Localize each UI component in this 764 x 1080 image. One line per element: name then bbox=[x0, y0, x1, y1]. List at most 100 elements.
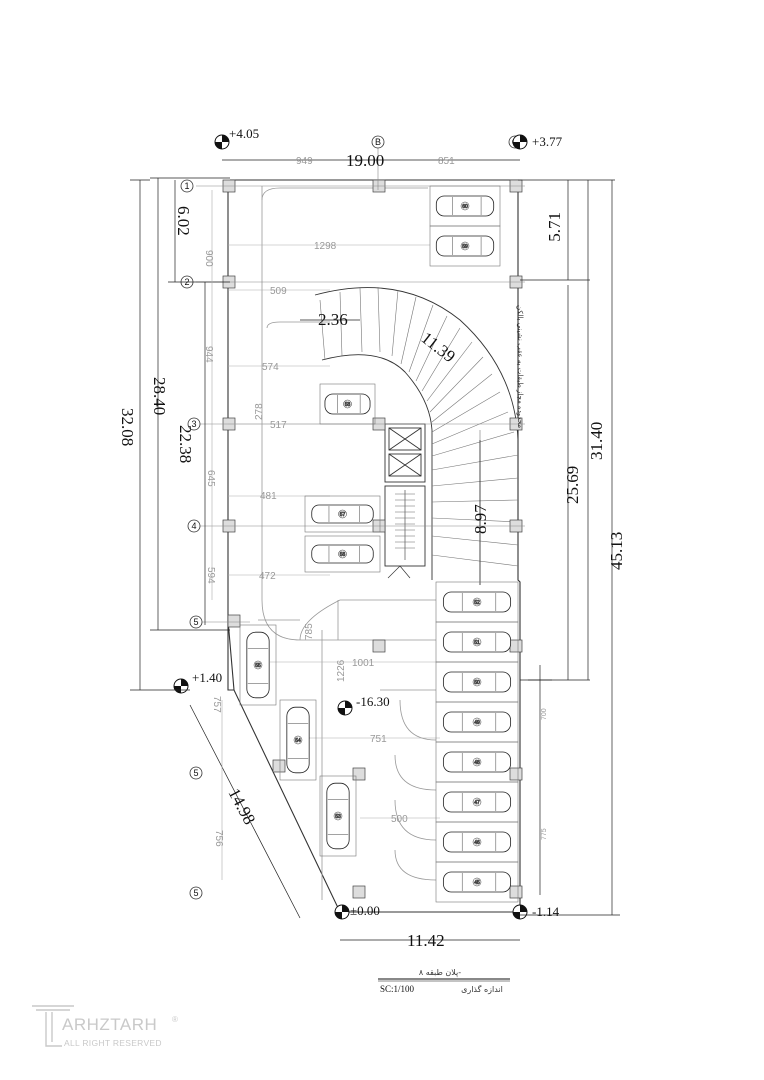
grid-label-b: B bbox=[375, 137, 381, 147]
dim-897: 8.97 bbox=[471, 504, 490, 534]
dim-900: 900 bbox=[203, 250, 214, 267]
level-bottom-right: -1.14 bbox=[532, 904, 560, 919]
dim-1298: 1298 bbox=[314, 241, 337, 252]
stall-number-bubble bbox=[472, 677, 482, 687]
dim-594: 594 bbox=[205, 567, 216, 584]
dim-944: 944 bbox=[203, 346, 214, 363]
dim-949: 949 bbox=[296, 156, 313, 167]
stall-number-bubble bbox=[333, 811, 343, 821]
stall-number: 57 bbox=[340, 512, 346, 518]
arhztarh-logo: ARHZTARH ® ALL RIGHT RESERVED bbox=[32, 1005, 178, 1048]
stall-number: 46 bbox=[474, 840, 480, 846]
parking-stall: 59 bbox=[429, 225, 501, 267]
title-fa-line1: پلان طبقه ۸- bbox=[419, 968, 461, 977]
stall-number-bubble bbox=[472, 717, 482, 727]
stall-number-bubble bbox=[253, 660, 263, 670]
grid-label-5c: 5 bbox=[193, 888, 198, 898]
dim-785: 785 bbox=[304, 623, 315, 640]
dim-775: 775 bbox=[541, 828, 548, 840]
dim-571: 5.71 bbox=[545, 212, 564, 242]
parking-stall: 60 bbox=[429, 185, 501, 227]
level-bottom-left: ±0.00 bbox=[350, 903, 380, 918]
grid-label-3: 3 bbox=[191, 419, 196, 429]
dim-574: 574 bbox=[262, 362, 279, 373]
parking-stall: 56 bbox=[304, 535, 381, 573]
dimension-lines bbox=[130, 159, 620, 941]
parking-stall: 54 bbox=[279, 699, 317, 781]
stall-outline bbox=[319, 383, 376, 425]
grid-label-5a: 5 bbox=[193, 617, 198, 627]
grid-bubbles bbox=[180, 135, 522, 900]
stall-number-bubble bbox=[472, 757, 482, 767]
dim-1001: 1001 bbox=[352, 658, 375, 669]
stall-number: 60 bbox=[462, 204, 468, 210]
stall-number: 54 bbox=[295, 738, 301, 744]
parking-stall: 48 bbox=[435, 741, 519, 783]
dim-700: 700 bbox=[541, 708, 548, 720]
level-marker-bottom-left bbox=[334, 904, 350, 920]
grid-label-1: 1 bbox=[184, 181, 189, 191]
level-markers bbox=[173, 134, 528, 920]
stall-number-bubble bbox=[472, 597, 482, 607]
stall-number: 55 bbox=[255, 663, 261, 669]
stall-number: 47 bbox=[474, 800, 480, 806]
stall-number: 53 bbox=[335, 814, 341, 820]
parking-stall: 51 bbox=[435, 621, 519, 663]
level-marker-top-right bbox=[512, 134, 528, 150]
parking-stall: 57 bbox=[304, 495, 381, 533]
stall-number-bubble bbox=[460, 201, 470, 211]
stall-number-bubble bbox=[472, 637, 482, 647]
dim-width-top: 19.00 bbox=[346, 151, 384, 170]
dim-645: 645 bbox=[205, 470, 216, 487]
stall-number-bubble bbox=[343, 399, 352, 409]
stall-number: 45 bbox=[474, 880, 480, 886]
dim-278: 278 bbox=[254, 403, 265, 420]
logo-sub: ALL RIGHT RESERVED bbox=[64, 1038, 162, 1048]
dim-851: 851 bbox=[438, 156, 455, 167]
stall-number: 50 bbox=[474, 680, 480, 686]
dim-3140: 31.40 bbox=[587, 422, 606, 460]
stall-outline bbox=[435, 861, 519, 903]
dim-517: 517 bbox=[270, 420, 287, 431]
stall-number: 59 bbox=[462, 244, 468, 250]
stall-outline bbox=[304, 535, 381, 573]
stall-number: 52 bbox=[474, 600, 480, 606]
dim-509: 509 bbox=[270, 286, 287, 297]
dim-757: 757 bbox=[211, 696, 222, 713]
level-labels: +4.05 +3.77 +1.40 -16.30 ±0.00 -1.14 bbox=[192, 126, 563, 919]
title-fa-line2: اندازه گذاری bbox=[461, 984, 503, 994]
grid-label-5b: 5 bbox=[193, 768, 198, 778]
parking-stall: 47 bbox=[435, 781, 519, 823]
setback-note: محدوده مجاز طبقات به عقب نشینی بالکن bbox=[516, 305, 524, 428]
stall-number-bubble bbox=[472, 877, 482, 887]
level-ramp: -16.30 bbox=[356, 694, 390, 709]
dim-602: 6.02 bbox=[174, 206, 193, 236]
stair-elevator-core bbox=[384, 423, 426, 579]
logo-reg: ® bbox=[172, 1015, 178, 1024]
parking-stall: 50 bbox=[435, 661, 519, 703]
stall-outline bbox=[429, 225, 501, 267]
level-marker-top-left bbox=[214, 134, 230, 150]
sub-dimension-lines bbox=[211, 190, 440, 880]
parking-stall: 49 bbox=[435, 701, 519, 743]
level-mid-left: +1.40 bbox=[192, 670, 222, 685]
level-marker-ramp bbox=[337, 700, 353, 716]
dim-2238: 22.38 bbox=[176, 425, 195, 463]
dim-2840: 28.40 bbox=[150, 377, 169, 415]
dim-3208: 32.08 bbox=[118, 408, 137, 446]
dim-2569: 25.69 bbox=[563, 466, 582, 504]
dim-4513: 45.13 bbox=[607, 532, 626, 570]
logo-name: ARHZTARH bbox=[62, 1015, 157, 1034]
parking-stall: 55 bbox=[239, 624, 277, 706]
dim-1498: 14.98 bbox=[224, 785, 259, 828]
grid-label-4: 4 bbox=[191, 521, 196, 531]
stall-number-bubble bbox=[472, 797, 482, 807]
level-marker-mid-left bbox=[173, 678, 189, 694]
stall-outline bbox=[319, 775, 357, 857]
dim-756: 756 bbox=[213, 830, 224, 847]
title-block: پلان طبقه ۸- SC:1/100 اندازه گذاری bbox=[378, 968, 510, 994]
parking-stall: 53 bbox=[319, 775, 357, 857]
stall-number-bubble bbox=[338, 509, 347, 519]
